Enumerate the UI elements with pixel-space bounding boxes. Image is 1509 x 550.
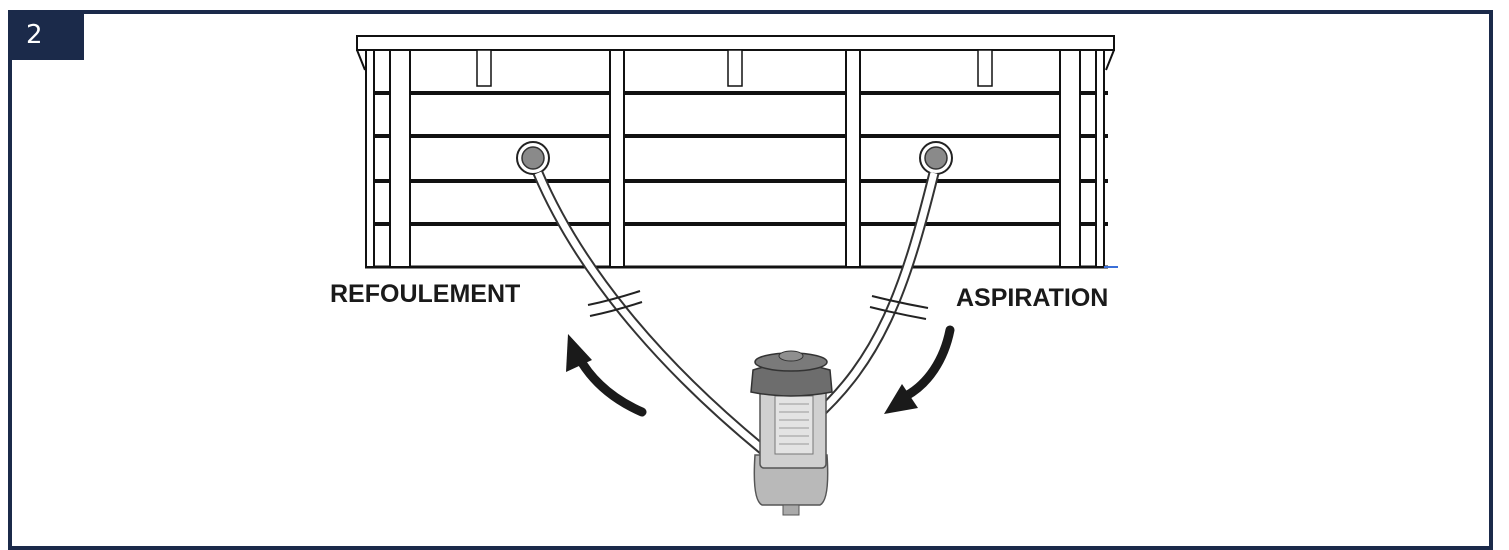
inlet-label: ASPIRATION bbox=[956, 284, 1109, 312]
outlet-label: REFOULEMENT bbox=[330, 280, 521, 308]
inlet-hose-icon bbox=[808, 171, 940, 425]
step-badge: 2 bbox=[12, 12, 84, 60]
outlet-hose-icon bbox=[532, 170, 782, 467]
outlet-fitting-icon bbox=[516, 141, 550, 175]
pool-frame-icon bbox=[356, 35, 1118, 269]
inlet-flow-arrow-icon bbox=[884, 325, 955, 414]
pump-filter-icon bbox=[750, 350, 833, 516]
inlet-fitting-icon bbox=[919, 141, 953, 175]
hose-break-mark-icon bbox=[587, 290, 929, 320]
outlet-flow-arrow-icon bbox=[566, 334, 647, 417]
pool-pump-diagram bbox=[356, 35, 1118, 516]
